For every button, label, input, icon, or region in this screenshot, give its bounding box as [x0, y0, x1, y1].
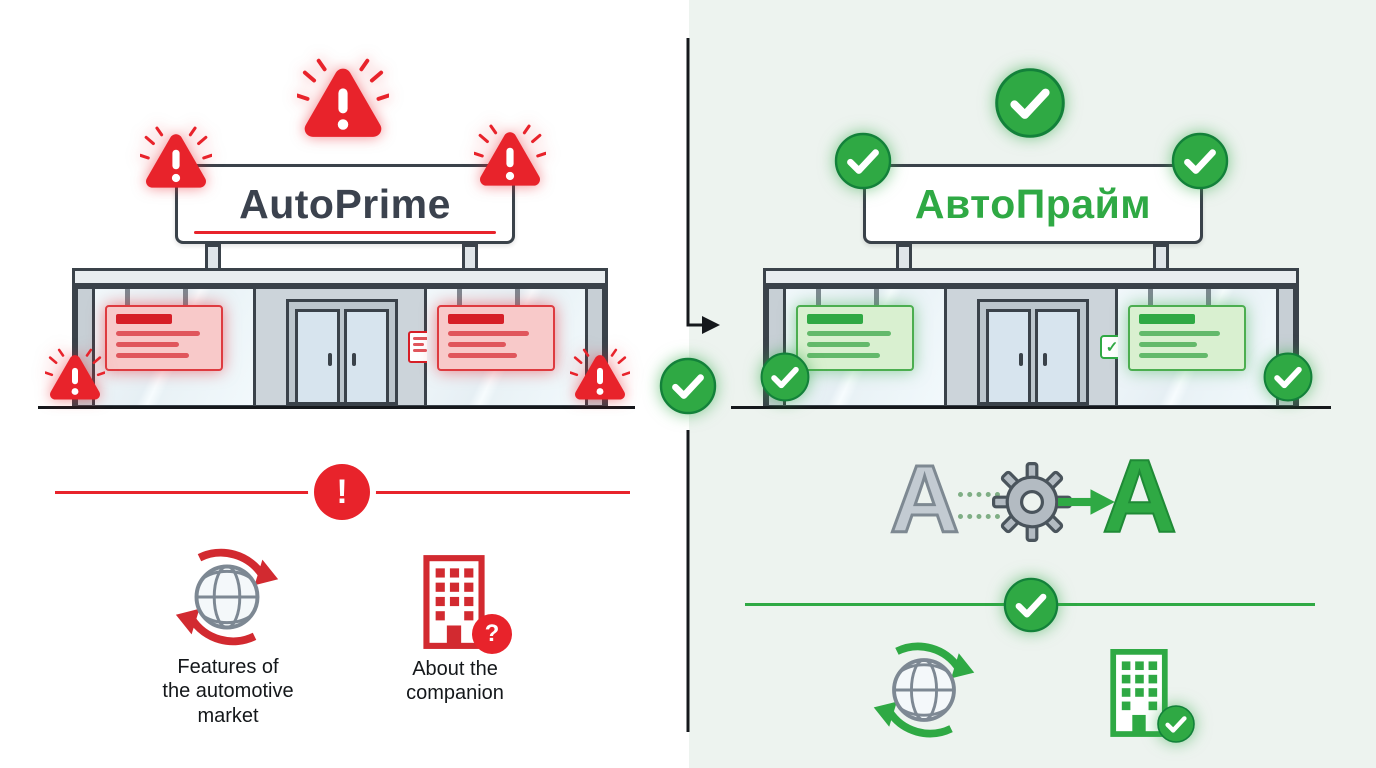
globe-exchange-icon: [168, 538, 286, 656]
entrance-wall: [944, 289, 1118, 405]
caption-about: About the companion: [406, 658, 504, 705]
door-handle: [1043, 352, 1047, 366]
board-text-line: [116, 331, 201, 336]
right-storefront-sign: АвтоПрайм: [863, 164, 1203, 244]
board-text-line: [116, 342, 180, 347]
door-panel: [295, 309, 340, 402]
warning-triangle-icon: [570, 348, 630, 405]
check-circle-icon: [759, 351, 811, 403]
company-building-icon-wrap: ?: [408, 550, 512, 654]
board-header-bar: [448, 314, 504, 324]
window-ad-board-red: [437, 305, 555, 371]
letter-before: A: [888, 446, 960, 553]
left-shopwindow: [427, 289, 585, 405]
letter-after: A: [1101, 439, 1178, 555]
door-handle: [1019, 352, 1023, 366]
left-store-roof: [72, 268, 608, 286]
door-handle: [328, 352, 332, 366]
sign-rod: [457, 289, 462, 306]
right-store-roof: [763, 268, 1299, 286]
right-ground-line: [731, 406, 1331, 409]
entrance-wall: [253, 289, 427, 405]
check-circle-icon: [1002, 576, 1060, 634]
board-header-bar: [807, 314, 863, 324]
door-panel: [1035, 309, 1080, 402]
door-panel: [986, 309, 1031, 402]
company-building-icon-wrap: [1096, 644, 1182, 740]
sign-rod: [515, 289, 520, 306]
notice-line: [413, 349, 427, 352]
left-sign-title: AutoPrime: [239, 180, 451, 227]
sign-rod: [1148, 289, 1153, 306]
check-circle-icon: [1262, 351, 1314, 403]
globe-exchange-icon: [866, 632, 982, 748]
board-text-line: [807, 353, 880, 358]
warning-triangle-icon: [474, 124, 546, 192]
transform-dotted-line: [958, 492, 1000, 497]
left-shopwindow: [95, 289, 253, 405]
door-handle: [352, 352, 356, 366]
exclamation-circle-icon: !: [314, 464, 370, 520]
sign-rod: [816, 289, 821, 306]
right-sign-title: АвтоПрайм: [914, 180, 1152, 227]
check-circle-icon: [658, 356, 718, 416]
window-ad-board-green: [1128, 305, 1246, 371]
sign-rod: [874, 289, 879, 306]
transform-dotted-line: [958, 514, 1000, 519]
check-circle-icon: [993, 66, 1067, 140]
entrance-doors: [977, 299, 1089, 405]
board-text-line: [807, 342, 871, 347]
notice-line: [413, 337, 429, 340]
question-glyph: ?: [484, 620, 500, 647]
board-text-line: [807, 331, 892, 336]
board-text-line: [1139, 353, 1209, 358]
check-circle-icon: [1170, 131, 1230, 191]
exclamation-glyph: !: [336, 472, 348, 511]
left-ground-line: [38, 406, 635, 409]
left-sign-underline: [194, 231, 496, 234]
board-text-line: [1139, 342, 1197, 347]
board-text-line: [448, 342, 506, 347]
board-text-line: [448, 353, 518, 358]
warning-triangle-icon: [297, 58, 389, 145]
notice-line: [413, 343, 425, 346]
left-store-facade: [72, 286, 608, 408]
board-header-bar: [116, 314, 172, 324]
board-text-line: [116, 353, 189, 358]
right-shopwindow: [1118, 289, 1276, 405]
board-text-line: [448, 331, 529, 336]
caption-features: Features of the automotive market: [162, 656, 294, 727]
sign-rod: [183, 289, 188, 306]
window-ad-board-red: [105, 305, 223, 371]
sign-rod: [1206, 289, 1211, 306]
right-store-facade: ✓: [763, 286, 1299, 408]
check-circle-icon: [833, 131, 893, 191]
warning-triangle-icon: [140, 126, 212, 194]
check-glyph: ✓: [1105, 339, 1119, 356]
left-storefront-sign: AutoPrime: [175, 164, 515, 244]
question-badge-icon: ?: [472, 614, 512, 654]
board-text-line: [1139, 331, 1220, 336]
door-panel: [344, 309, 389, 402]
warning-triangle-icon: [45, 348, 105, 405]
check-circle-icon: [1156, 704, 1196, 744]
sign-rod: [125, 289, 130, 306]
window-ad-board-green: [796, 305, 914, 371]
right-shopwindow: [786, 289, 944, 405]
entrance-doors: [286, 299, 398, 405]
board-header-bar: [1139, 314, 1195, 324]
